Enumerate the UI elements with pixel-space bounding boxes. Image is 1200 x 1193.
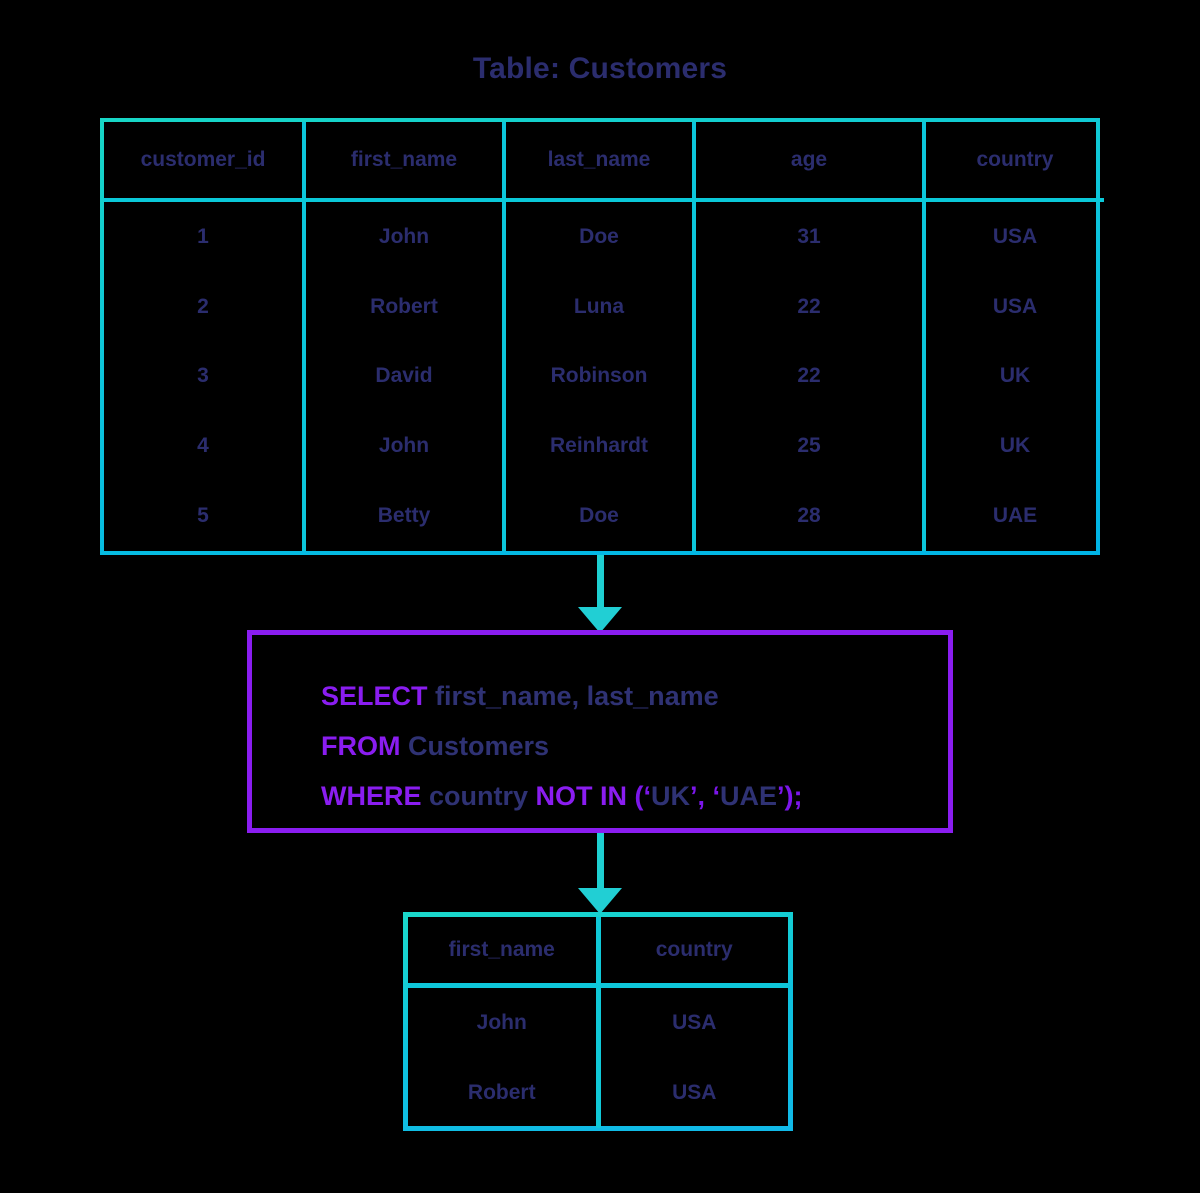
cell-age: 31 [694,200,926,272]
table-row: 3 David Robinson 22 UK [104,341,1104,412]
result-column-header-country: country [598,917,788,988]
cell-age: 22 [694,271,926,342]
sql-keyword-where: WHERE [321,781,422,811]
cell-customer-id: 4 [104,411,306,482]
sql-paren-close: ’); [777,781,803,811]
table-row: 1 John Doe 31 USA [104,200,1104,272]
column-header-age: age [694,122,926,202]
arrow-shaft [597,555,604,610]
cell-last-name: Reinhardt [504,411,696,482]
cell-customer-id: 5 [104,481,306,551]
sql-select-columns: first_name, last_name [427,681,719,711]
result-cell-country: USA [672,1011,717,1034]
source-table-grid: customer_id first_name last_name age cou… [104,122,1104,551]
source-table-header-row: customer_id first_name last_name age cou… [104,122,1104,202]
result-cell-first-name: John [408,985,601,1058]
down-arrow-icon [578,555,622,633]
sql-query-box: SELECT first_name, last_name FROM Custom… [247,630,953,833]
sql-line-select: SELECT first_name, last_name [321,671,803,721]
cell-first-name: Robert [304,271,506,342]
sql-value-separator: ’, ‘ [690,781,721,811]
sql-operator-not-in: NOT IN [535,781,628,811]
cell-first-name: David [304,341,506,412]
cell-country: USA [992,224,1038,248]
sql-value-uk: UK [651,781,691,811]
sql-value-uae: UAE [720,781,778,811]
cell-age: 25 [694,411,926,482]
cell-last-name: Doe [504,481,696,551]
sql-keyword-select: SELECT [321,681,428,711]
source-table: customer_id first_name last_name age cou… [100,118,1104,555]
result-cell-country: USA [672,1081,717,1104]
cell-customer-id: 1 [104,200,306,272]
cell-first-name: John [304,200,506,272]
cell-last-name: Robinson [504,341,696,412]
cell-customer-id: 3 [104,341,306,412]
sql-from-table: Customers [400,731,550,761]
cell-first-name: Betty [304,481,506,551]
arrow-head [578,888,622,914]
table-row: 2 Robert Luna 22 USA [104,271,1104,342]
sql-keyword-from: FROM [321,731,401,761]
cell-age: 28 [694,481,926,551]
cell-country: USA [992,294,1038,318]
sql-where-column: country [421,781,536,811]
result-table-grid: first_name country John USA Robert USA [408,917,788,1128]
sql-query-text: SELECT first_name, last_name FROM Custom… [321,671,803,821]
column-header-last-name: last_name [504,122,696,202]
table-row: John USA [408,985,788,1058]
cell-country: UAE [992,504,1038,528]
table-row: Robert USA [408,1058,788,1128]
result-table: first_name country John USA Robert USA [403,912,793,1131]
page-title: Table: Customers [472,52,728,85]
result-column-header-first-name: first_name [408,917,601,988]
cell-age: 22 [694,341,926,412]
table-row: 4 John Reinhardt 25 UK [104,411,1104,482]
sql-paren-open: (‘ [627,781,652,811]
cell-first-name: John [304,411,506,482]
result-table-header-row: first_name country [408,917,788,988]
arrow-head [578,607,622,633]
result-cell-first-name: Robert [408,1058,601,1128]
column-header-customer-id: customer_id [104,122,306,202]
column-header-country: country [924,122,1104,202]
cell-customer-id: 2 [104,271,306,342]
cell-country: UK [999,434,1031,458]
table-row: 5 Betty Doe 28 UAE [104,481,1104,551]
cell-last-name: Luna [504,271,696,342]
cell-last-name: Doe [504,200,696,272]
down-arrow-icon [578,833,622,915]
column-header-first-name: first_name [304,122,506,202]
sql-line-from: FROM Customers [321,721,803,771]
cell-country: UK [999,364,1031,388]
arrow-shaft [597,833,604,891]
sql-line-where: WHERE country NOT IN (‘UK’, ‘UAE’); [321,771,803,821]
